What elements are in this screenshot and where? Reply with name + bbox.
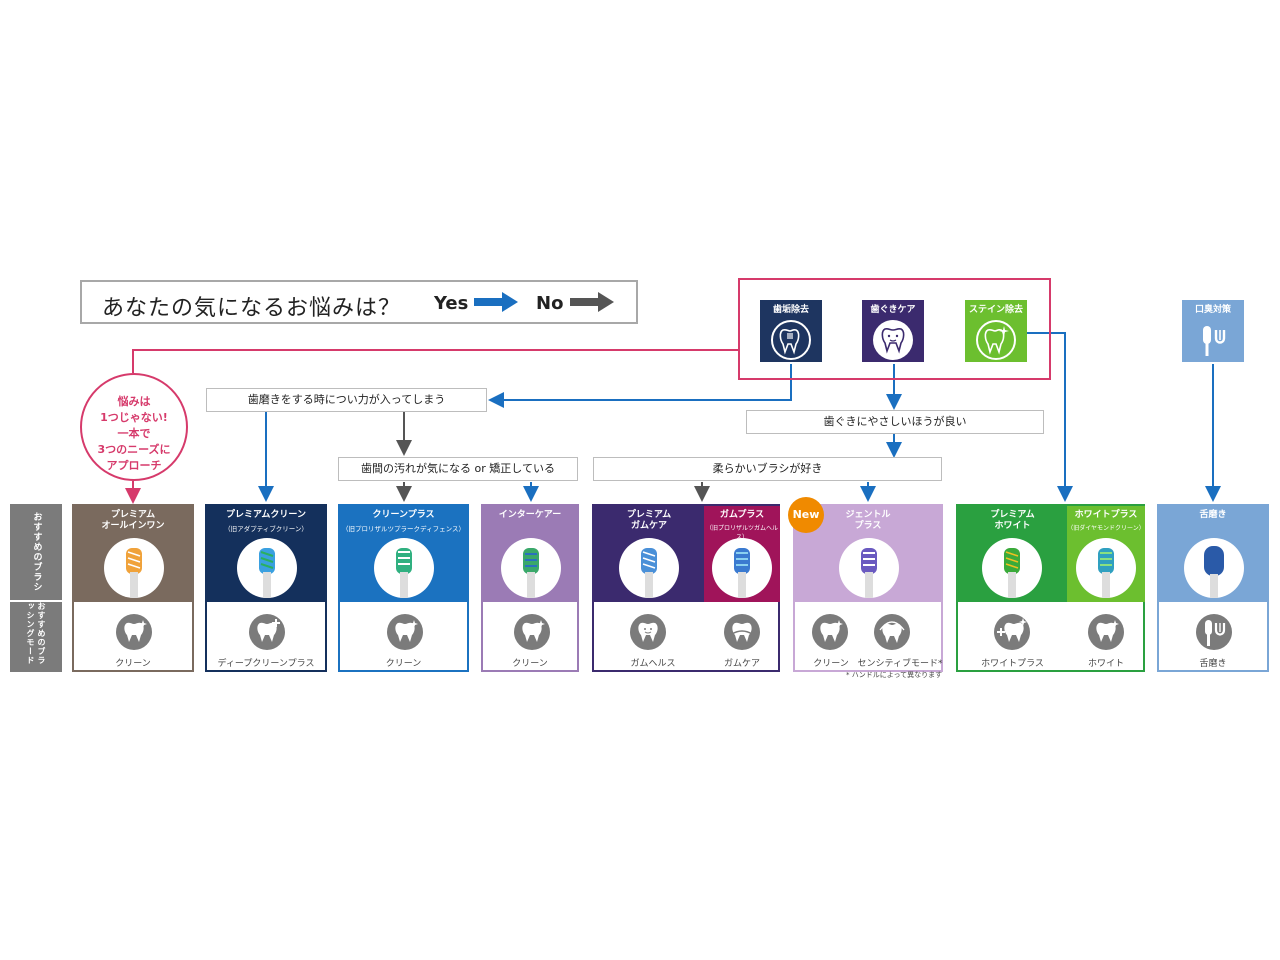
product-former-name: （旧プロリザルツガムヘルス）	[705, 525, 778, 541]
mode-label: ディープクリーンプラス	[217, 659, 315, 669]
mode-label: 舌磨き	[1199, 659, 1227, 669]
product-name: インターケアー	[498, 510, 562, 520]
concern-label: 歯ぐきケア	[870, 305, 916, 315]
bubble-line: 悩みは	[117, 395, 151, 408]
product-card-premium-all-in-one[interactable]: プレミアムオールインワン クリーン	[72, 504, 194, 672]
mode-label: クリーン	[813, 659, 849, 669]
white-plus-icon	[994, 614, 1030, 650]
product-card-clean-plus[interactable]: クリーンプラス （旧プロリザルツプラークディフェンス） クリーン	[338, 504, 469, 672]
no-arrow-icon	[570, 292, 614, 312]
product-name: プレミアムガムケア	[626, 510, 672, 531]
bubble-line: 3つのニーズに	[97, 443, 171, 456]
product-former-name: （旧プロリザルツプラークディフェンス）	[342, 525, 465, 533]
concern-group-frame	[738, 278, 1051, 380]
brush-head-icon	[104, 538, 164, 598]
side-label-brush: おすすめのブラシ	[10, 504, 62, 600]
product-card-white-group[interactable]: プレミアムホワイト ホワイトプラス （旧ダイヤモンドクリーン） ホワイトプラス …	[956, 504, 1145, 672]
tooth-sparkle-icon	[812, 614, 848, 650]
tongue-brush-icon	[1184, 538, 1244, 598]
gum-care-icon	[724, 614, 760, 650]
gum-health-icon	[630, 614, 666, 650]
concern-label: 口臭対策	[1194, 305, 1231, 315]
product-former-name: （旧ダイヤモンドクリーン）	[1067, 525, 1145, 532]
yes-arrow-icon	[474, 292, 518, 312]
mode-label: ガムヘルス	[630, 659, 676, 669]
product-card-gentle-plus[interactable]: ジェントルプラス クリーン センシティブモード*	[793, 504, 943, 672]
product-card-intercare[interactable]: インターケアー クリーン	[481, 504, 579, 672]
brush-head-icon	[237, 538, 297, 598]
white-icon	[1088, 614, 1124, 650]
all-in-one-bubble: 悩みは 1つじゃない! 一本で 3つのニーズに アプローチ	[80, 373, 188, 481]
question-interdental: 歯間の汚れが気になる or 矯正している	[338, 457, 578, 481]
sensitive-icon	[874, 614, 910, 650]
deep-clean-plus-icon	[249, 614, 285, 650]
tooth-brush-icon	[771, 320, 811, 360]
title-box	[80, 280, 638, 324]
product-name: プレミアムオールインワン	[101, 510, 165, 531]
tongue-cleaner-icon	[1196, 614, 1232, 650]
mode-label: クリーン	[115, 659, 151, 669]
mode-label: ホワイトプラス	[981, 659, 1044, 669]
concern-label: 歯垢除去	[772, 305, 809, 315]
product-card-tongue-cleaner[interactable]: 舌磨き 舌磨き	[1157, 504, 1269, 672]
mode-label: クリーン	[385, 659, 422, 669]
question-gentle-on-gums: 歯ぐきにやさしいほうが良い	[746, 410, 1044, 434]
question-pressure: 歯磨きをする時につい力が入ってしまう	[206, 388, 487, 412]
no-legend-label: No	[536, 293, 564, 314]
bubble-line: アプローチ	[106, 459, 162, 472]
brush-head-icon	[712, 538, 772, 598]
tooth-sparkle-icon	[116, 614, 152, 650]
question-soft-brush: 柔らかいブラシが好き	[593, 457, 942, 481]
mode-label: ホワイト	[1087, 659, 1124, 669]
yes-legend-label: Yes	[434, 293, 469, 314]
bubble-line: 一本で	[117, 427, 151, 440]
product-name: プレミアムホワイト	[990, 510, 1035, 531]
mode-label: センシティブモード*	[857, 659, 943, 669]
brush-head-icon	[1076, 538, 1136, 598]
tooth-sparkle-icon	[514, 614, 550, 650]
concern-plaque-removal: 歯垢除去	[760, 300, 822, 362]
bubble-line: 1つじゃない!	[100, 411, 168, 424]
brush-head-icon	[501, 538, 561, 598]
product-name: ジェントルプラス	[845, 510, 891, 531]
product-name: ガムプラス	[719, 510, 765, 520]
concern-stain-removal: ステイン除去	[965, 300, 1027, 362]
footnote: * ハンドルによって異なります	[846, 671, 943, 679]
tongue-cleaner-icon	[1193, 320, 1233, 360]
new-badge: New	[788, 497, 824, 533]
tooth-sparkle-icon	[387, 614, 423, 650]
product-former-name: （旧アダプティブクリーン）	[224, 525, 308, 533]
concern-gum-care: 歯ぐきケア	[862, 300, 924, 362]
product-name: クリーンプラス	[372, 510, 435, 520]
brush-head-icon	[982, 538, 1042, 598]
mode-label: ガムケア	[723, 659, 760, 669]
concern-label: ステイン除去	[968, 305, 1023, 315]
brush-head-icon	[374, 538, 434, 598]
product-name: ホワイトプラス	[1074, 510, 1138, 520]
concern-bad-breath: 口臭対策	[1182, 300, 1244, 362]
product-card-premium-clean[interactable]: プレミアムクリーン （旧アダプティブクリーン） ディープクリーンプラス	[205, 504, 327, 672]
brush-head-icon	[619, 538, 679, 598]
side-label-mode: おすすめのブラッシングモード	[10, 602, 62, 672]
product-name: プレミアムクリーン	[226, 510, 306, 520]
brush-head-icon	[839, 538, 899, 598]
tooth-face-icon	[873, 320, 913, 360]
mode-label: クリーン	[512, 659, 548, 669]
tooth-sparkle-icon	[976, 320, 1016, 360]
product-name: 舌磨き	[1199, 510, 1227, 520]
question-title: あなたの気になるお悩みは？	[102, 296, 402, 321]
